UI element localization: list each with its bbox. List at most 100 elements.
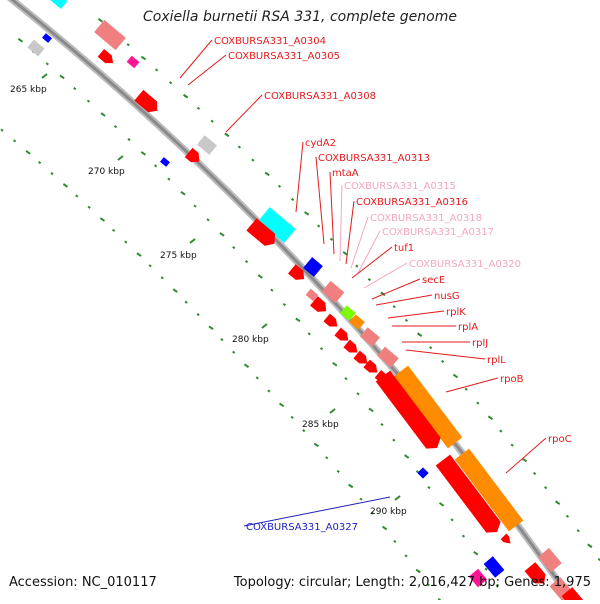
gc-dot-inner: [495, 584, 499, 588]
gc-dot-inner: [344, 377, 348, 381]
accession-text: Accession: NC_010117: [9, 575, 157, 590]
gc-dot-inner2: [336, 469, 340, 473]
gene-label: COXBURSA331_A0318: [370, 213, 482, 224]
tick-mark: [329, 408, 336, 414]
gc-dot-inner: [404, 454, 410, 459]
gene-feature: [454, 448, 524, 532]
gc-dot-inner2: [267, 389, 271, 393]
gene-label: rplA: [458, 322, 478, 333]
gc-dot-inner2: [426, 583, 430, 587]
gc-dot-inner: [392, 438, 396, 442]
gene-feature: [94, 19, 126, 51]
gc-dot-outer: [277, 184, 282, 188]
gene-feature: [160, 157, 170, 167]
gc-dot-inner2: [25, 150, 31, 155]
gc-dot-inner: [270, 288, 274, 292]
gc-dot-inner: [113, 125, 118, 129]
gc-dot-outer: [237, 145, 241, 149]
tick-label: 275 kbp: [160, 251, 197, 261]
gc-dot-inner: [257, 274, 263, 279]
gene-label: rpoB: [500, 374, 524, 385]
gene-label: COXBURSA331_A0308: [264, 91, 376, 102]
gene-label: COXBURSA331_A0313: [318, 153, 430, 164]
gc-dot-inner2: [136, 252, 142, 257]
gene-label-leader: [345, 200, 355, 265]
gene-label-leader: [405, 349, 486, 360]
gc-dot-inner2: [0, 128, 4, 132]
gene-feature: [48, 0, 68, 9]
gene-features: [27, 0, 587, 604]
gene-label-leader: [375, 294, 433, 306]
gc-dot-inner2: [99, 217, 106, 222]
gc-dot-outer: [429, 346, 433, 350]
tick-label: 265 kbp: [10, 85, 47, 95]
gene-feature: [340, 305, 356, 321]
gene-label: rplK: [446, 307, 466, 318]
gc-dot-outer: [416, 332, 423, 337]
gene-label-leader: [339, 184, 343, 262]
gc-dot-inner2: [50, 172, 54, 176]
gc-dot-outer: [554, 500, 561, 505]
gene-label-leader: [505, 437, 547, 474]
gene-feature: [363, 359, 378, 373]
map-title: Coxiella burnetii RSA 331, complete geno…: [143, 9, 457, 25]
gene-label-leader: [225, 94, 263, 133]
gc-dot-outer: [440, 359, 445, 364]
gc-dot-inner2: [160, 276, 164, 280]
gene-feature: [305, 288, 319, 302]
gene-label-leader: [363, 262, 408, 289]
gc-dot-inner2: [415, 568, 421, 574]
gc-dot-inner2: [243, 363, 250, 369]
gc-dot-inner2: [75, 194, 79, 198]
gene-label: COXBURSA331_A0327: [246, 522, 358, 533]
gc-dot-outer: [380, 291, 386, 297]
gene-feature: [468, 568, 488, 588]
gc-dot-outer: [169, 81, 173, 85]
gc-dot-outer: [587, 543, 593, 549]
gc-dot-inner: [45, 62, 49, 66]
gc-dot-inner: [307, 332, 311, 336]
gc-dot-inner2: [313, 442, 319, 448]
gc-dot-inner: [180, 191, 186, 196]
gene-feature: [42, 33, 52, 43]
gc-dot-inner: [206, 218, 210, 222]
gene-label-leader: [315, 156, 325, 245]
gene-label: COXBURSA331_A0317: [382, 227, 494, 238]
gene-feature: [334, 327, 349, 341]
gc-dot-outer: [521, 457, 528, 463]
gene-feature: [126, 55, 140, 69]
tick-mark: [189, 238, 196, 244]
tick-label: 290 kbp: [370, 507, 407, 517]
gc-dot-inner: [244, 260, 249, 264]
gene-feature: [197, 135, 217, 155]
gene-feature: [321, 280, 345, 304]
gene-feature: [524, 562, 546, 584]
gc-dot-inner2: [255, 376, 259, 380]
gc-skew-dots: [0, 18, 600, 604]
gc-dot-inner2: [325, 456, 329, 460]
gc-dot-outer: [392, 305, 396, 309]
gc-dot-inner2: [112, 228, 116, 232]
gc-dot-inner2: [220, 338, 224, 342]
gene-feature: [27, 39, 45, 57]
gc-dot-outer: [210, 119, 214, 123]
gc-dot-outer: [97, 18, 104, 23]
tick-mark: [117, 155, 124, 161]
gc-dot-outer: [464, 387, 468, 391]
gc-dot-inner2: [290, 415, 294, 419]
gc-dot-outer: [499, 429, 503, 433]
gene-label-leader: [187, 54, 227, 86]
gc-dot-inner2: [12, 139, 17, 143]
gc-dot-inner: [332, 362, 338, 367]
gene-feature: [310, 296, 327, 312]
gene-feature: [538, 547, 562, 573]
gene-feature: [417, 467, 429, 479]
gc-dot-inner: [319, 347, 324, 351]
gc-dot-inner: [219, 232, 225, 237]
gene-label: COXBURSA331_A0320: [409, 259, 521, 270]
gc-dot-inner2: [87, 205, 91, 209]
gene-labels: COXBURSA331_A0304COXBURSA331_A0305COXBUR…: [179, 36, 572, 533]
gc-dot-outer: [476, 401, 480, 405]
